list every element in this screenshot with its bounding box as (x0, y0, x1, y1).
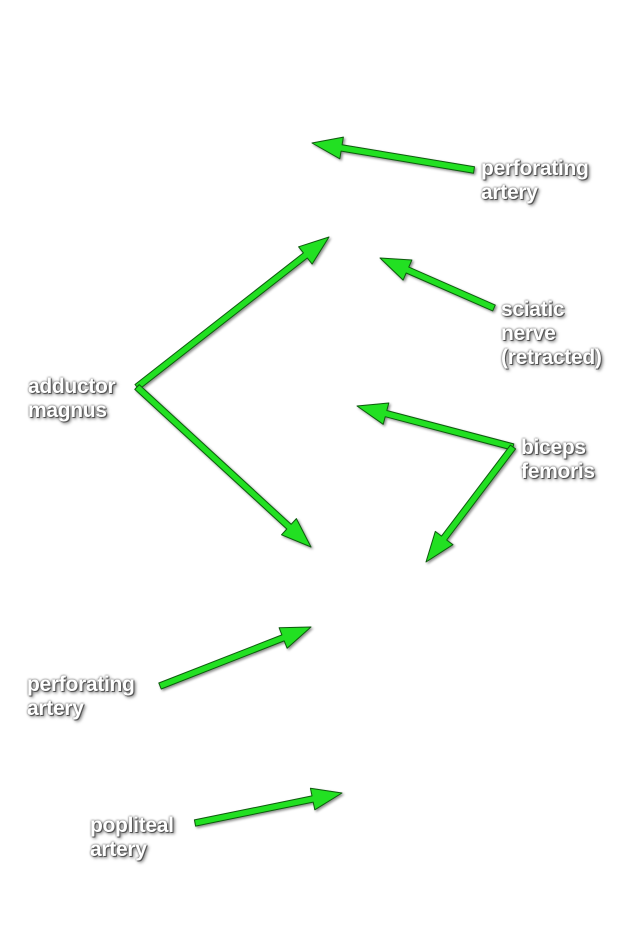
label-line: popliteal (90, 814, 174, 837)
arrow-popliteal (193, 787, 343, 827)
arrow-biceps-lower (425, 444, 517, 563)
arrow-perforating-bottom (158, 626, 312, 690)
label-sciatic-nerve: sciatic nerve (retracted) (501, 298, 602, 370)
arrow-perforating-top (311, 136, 475, 174)
label-perforating-artery-bottom: perforating artery (27, 673, 135, 721)
label-adductor-magnus: adductor magnus (28, 375, 116, 423)
label-line: nerve (501, 322, 556, 345)
label-biceps-femoris: biceps femoris (521, 436, 595, 484)
label-line: artery (27, 697, 84, 720)
label-line: (retracted) (501, 346, 602, 369)
label-line: perforating (481, 157, 589, 180)
label-line: artery (90, 838, 147, 861)
label-line: perforating (27, 673, 135, 696)
label-line: sciatic (501, 298, 565, 321)
arrow-biceps-upper (356, 402, 515, 451)
arrow-adductor-lower (134, 384, 312, 548)
label-line: adductor (28, 375, 116, 398)
label-line: artery (481, 181, 538, 204)
label-line: biceps (521, 436, 586, 459)
arrow-sciatic (379, 257, 496, 312)
label-popliteal-artery: popliteal artery (90, 814, 174, 862)
label-line: magnus (28, 399, 107, 422)
label-perforating-artery-top: perforating artery (481, 157, 589, 205)
arrow-adductor-upper (134, 236, 330, 390)
label-line: femoris (521, 460, 595, 483)
